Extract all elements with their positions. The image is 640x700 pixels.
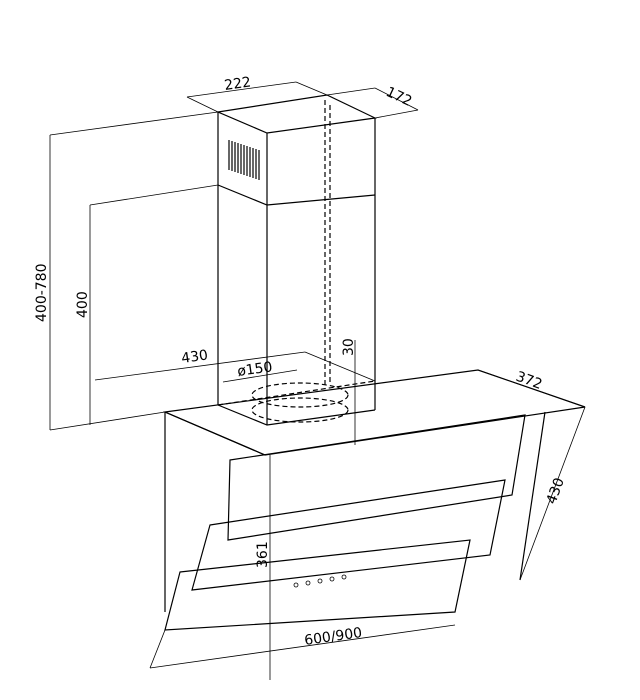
upper-chimney: [215, 94, 378, 206]
dim-hood-depth: 372: [514, 369, 545, 393]
dim-duct-offset: 30: [341, 338, 357, 356]
dim-duct-diameter: ø150: [236, 359, 273, 380]
glass-panels: [164, 414, 526, 631]
dim-chimney-width: 222: [223, 74, 252, 94]
dim-hood-height: 361: [255, 541, 271, 568]
dim-hood-width-top: 430: [180, 347, 209, 367]
dim-lower-chimney-height: 400: [75, 291, 91, 318]
vent-grille-icon: [228, 140, 260, 180]
dim-glass-length: 430: [544, 476, 568, 507]
dim-total-height: 400-780: [34, 264, 50, 323]
lower-chimney: [217, 185, 376, 426]
dimension-lines: 222 172 400-780 400 430 ø150 30 372 430 …: [34, 74, 586, 680]
dim-hood-width: 600/900: [303, 625, 363, 649]
control-buttons: [293, 574, 347, 588]
